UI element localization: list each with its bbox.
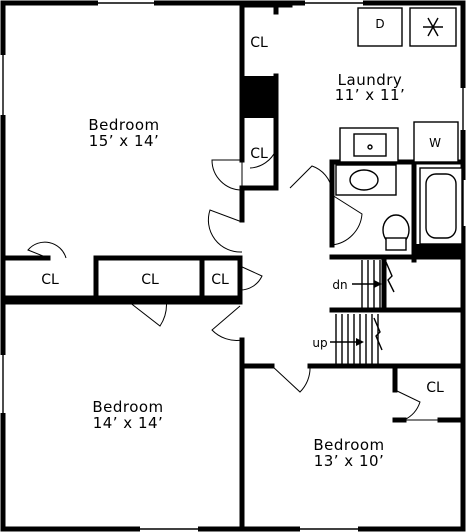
bath-fixtures (335, 164, 463, 251)
door-swings (27, 149, 446, 421)
bedroom-nw-name: Bedroom (88, 116, 159, 134)
laundry-fixtures: D W (339, 7, 459, 163)
snowflake-icon (423, 17, 443, 37)
washer (413, 121, 459, 163)
closet-label-top: CL (250, 35, 268, 51)
stairs-down-label: dn (332, 278, 347, 292)
closet-label-middle: CL (141, 272, 159, 288)
bedroom-sw-size: 14’ x 14’ (93, 414, 164, 432)
laundry-name: Laundry (338, 71, 403, 89)
closet-label-west: CL (41, 272, 59, 288)
stairs-up-label: up (312, 336, 327, 350)
washer-label: W (429, 136, 441, 150)
bedroom-nw-size: 15’ x 14’ (89, 132, 160, 150)
bedroom-sw-name: Bedroom (92, 398, 163, 416)
bedroom-se-size: 13’ x 10’ (314, 452, 385, 470)
closet-label-upper: CL (250, 146, 268, 162)
laundry-size: 11’ x 11’ (335, 86, 406, 104)
bedroom-se-name: Bedroom (313, 436, 384, 454)
closet-label-se: CL (426, 380, 444, 396)
dryer (357, 7, 403, 47)
stairs: dn up (312, 260, 395, 366)
dryer-label: D (375, 17, 384, 31)
closet-label-hall: CL (211, 272, 229, 288)
